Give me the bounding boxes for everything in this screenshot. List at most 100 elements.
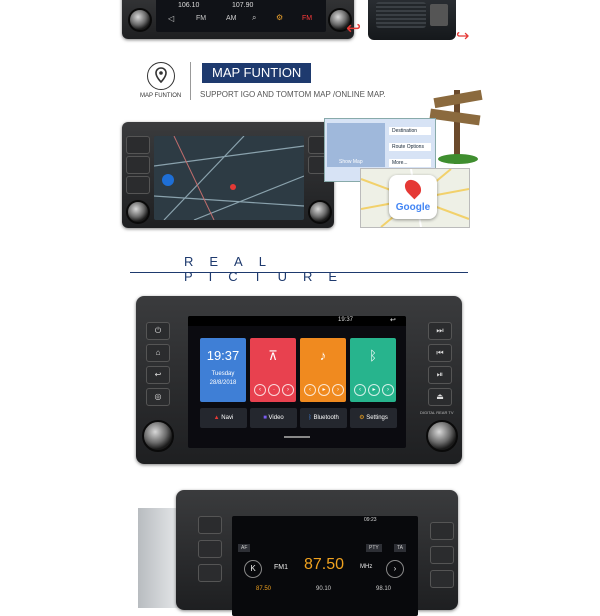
seek-back-button[interactable]: K — [244, 560, 262, 578]
speaker-icon[interactable]: ◁ — [168, 14, 175, 23]
video-icon: ■ — [263, 415, 267, 421]
tag-pty[interactable]: PTY — [366, 544, 382, 552]
map-icon-caption: MAP FUNTION — [140, 93, 182, 99]
radio-side-button-6[interactable] — [430, 570, 454, 588]
section-badge: MAP FUNTION — [202, 63, 312, 83]
nav-arrow-icon — [162, 174, 174, 186]
radio-frequency: 87.50 — [304, 556, 345, 573]
radio-side-button-2[interactable] — [198, 540, 222, 558]
clock-time: 19:37 — [206, 348, 240, 363]
music-play-icon[interactable]: ▸ — [318, 384, 330, 396]
android-screen[interactable]: 19:37 ↩ 19:37 Tuesday 28/8/2018 ⊼ ‹ · › … — [188, 316, 406, 448]
radio-prev-icon[interactable]: ‹ — [254, 384, 266, 396]
side-button-2[interactable] — [126, 156, 150, 174]
search-icon[interactable]: ⌕ — [252, 13, 257, 22]
divider — [190, 62, 191, 100]
eject-button[interactable]: ⏏ — [428, 388, 452, 406]
clock-date: 28/8/2018 — [209, 380, 237, 386]
bluetooth-icon: ᛒ — [369, 348, 377, 363]
red-arrow-icon: ↩ — [346, 18, 362, 38]
map-roads — [154, 136, 304, 220]
radio-next-icon[interactable]: › — [282, 384, 294, 396]
preset-98[interactable]: 98.10 — [376, 586, 392, 592]
radio-antenna-icon: ⊼ — [268, 348, 278, 363]
tune-knob-nav[interactable] — [308, 200, 332, 224]
real-picture-title: REAL PICTURE — [184, 254, 354, 284]
radio-screen[interactable]: 09:23 AF PTY TA K FM1 87.50 MHz › 87.50 … — [232, 516, 418, 616]
settings-icon: ⚙ — [359, 415, 365, 421]
music-next-icon[interactable]: › — [332, 384, 344, 396]
android-head-unit: ⏻ ⌂ ↩ ◎ ⏭ ⏮ ⏯ ⏏ DIGITAL REAR TV 19:37 ↩ … — [136, 296, 462, 464]
tag-af[interactable]: AF — [238, 544, 251, 552]
title-rule — [130, 272, 468, 273]
volume-knob-main[interactable] — [142, 420, 174, 452]
navi-more[interactable]: More... — [389, 159, 431, 167]
band-am[interactable]: AM — [226, 15, 237, 22]
side-button-1[interactable] — [126, 136, 150, 154]
section-subtitle: SUPPORT IGO AND TOMTOM MAP /ONLINE MAP. — [200, 90, 386, 99]
google-wordmark: Google — [395, 202, 431, 213]
bt-next-icon[interactable]: › — [382, 384, 394, 396]
top-screen: 106.10 107.90 ◁ FM AM ⌕ ⚙ FM — [156, 0, 326, 32]
volume-knob-nav[interactable] — [126, 200, 150, 224]
navi-destination[interactable]: Destination — [389, 127, 431, 135]
google-map-image: Google — [360, 168, 470, 228]
radio-unit: MHz — [360, 564, 373, 570]
status-time: 19:37 — [338, 317, 354, 323]
equalizer-icon[interactable]: ⚙ — [276, 13, 284, 22]
preset-87[interactable]: 87.50 — [256, 586, 272, 592]
app-bluetooth[interactable]: ᛒ Bluetooth — [300, 408, 347, 428]
chassis-image — [138, 508, 178, 608]
mute-button[interactable]: ⏯ — [428, 366, 452, 384]
clock-tile[interactable]: 19:37 Tuesday 28/8/2018 — [200, 338, 246, 402]
radio-band: FM1 — [274, 564, 288, 571]
top-head-unit: 106.10 107.90 ◁ FM AM ⌕ ⚙ FM — [122, 0, 354, 39]
bluetooth-tile[interactable]: ᛒ ‹ ▸ › — [350, 338, 396, 402]
band-fm[interactable]: FM — [196, 15, 207, 22]
tag-ta[interactable]: TA — [394, 544, 407, 552]
prev-button[interactable]: ⏮ — [428, 344, 452, 362]
home-button[interactable]: ⌂ — [146, 344, 170, 362]
music-tile[interactable]: ♪ ‹ ▸ › — [300, 338, 346, 402]
bluetooth-app-icon: ᛒ — [308, 415, 312, 421]
tune-knob-main[interactable] — [426, 420, 458, 452]
radio-side-button-1[interactable] — [198, 516, 222, 534]
radio-side-button-3[interactable] — [198, 564, 222, 582]
status-bar — [188, 316, 406, 326]
app-settings[interactable]: ⚙ Settings — [350, 408, 397, 428]
back-nav-icon[interactable]: ↩ — [390, 317, 396, 324]
bt-prev-icon[interactable]: ‹ — [354, 384, 366, 396]
red-arrow-icon-2: ↪ — [456, 28, 470, 45]
next-button[interactable]: ⏭ — [428, 322, 452, 340]
radio-band-icon[interactable]: · — [268, 384, 280, 396]
brand-text: DIGITAL REAR TV — [420, 410, 454, 415]
gps-button[interactable]: ◎ — [146, 388, 170, 406]
preset-1[interactable]: 106.10 — [178, 2, 200, 9]
side-button-3[interactable] — [126, 176, 150, 194]
tune-knob[interactable] — [328, 8, 352, 32]
back-button[interactable]: ↩ — [146, 366, 170, 384]
band-fm-red[interactable]: FM — [302, 15, 313, 22]
map-screen[interactable] — [154, 136, 304, 220]
music-note-icon: ♪ — [319, 348, 327, 363]
radio-side-button-5[interactable] — [430, 546, 454, 564]
seek-forward-button[interactable]: › — [386, 560, 404, 578]
radio-tile[interactable]: ⊼ ‹ · › — [250, 338, 296, 402]
portable-radio-image — [368, 0, 456, 40]
navigation-head-unit — [122, 122, 334, 228]
app-navi[interactable]: ▲ Navi — [200, 408, 247, 428]
navi-icon: ▲ — [213, 415, 220, 421]
map-pin-icon — [147, 62, 175, 90]
google-maps-logo: Google — [389, 175, 437, 219]
music-prev-icon[interactable]: ‹ — [304, 384, 316, 396]
bt-play-icon[interactable]: ▸ — [368, 384, 380, 396]
preset-90[interactable]: 90.10 — [316, 586, 332, 592]
app-video[interactable]: ■ Video — [250, 408, 297, 428]
radio-side-button-4[interactable] — [430, 522, 454, 540]
volume-knob[interactable] — [128, 8, 152, 32]
navi-route-options[interactable]: Route Options — [389, 143, 431, 151]
power-button[interactable]: ⏻ — [146, 322, 170, 340]
signpost-image — [428, 76, 488, 166]
preset-2[interactable]: 107.90 — [232, 2, 254, 9]
show-map-button[interactable]: Show Map — [339, 159, 363, 165]
